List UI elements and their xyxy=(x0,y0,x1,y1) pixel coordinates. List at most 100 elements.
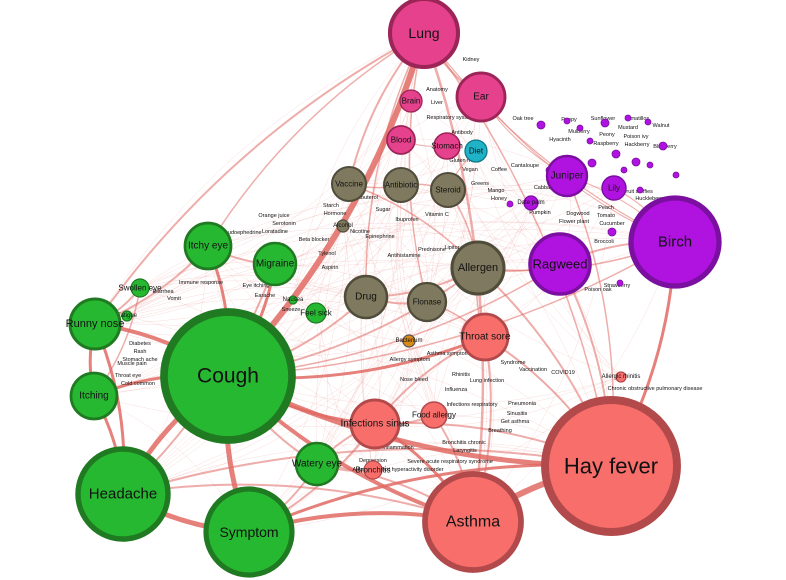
node-label: Food allergy xyxy=(412,411,456,420)
node-swollen-eye[interactable]: Swollen eye xyxy=(118,278,162,298)
node-lily[interactable]: Lily xyxy=(601,175,627,201)
graph-edge-faint xyxy=(315,32,425,465)
node-circle xyxy=(160,308,296,444)
node-watery-eye[interactable]: Watery eye xyxy=(292,441,343,487)
minor-node-label: Tomato xyxy=(597,213,615,219)
minor-node-label: Mulberry xyxy=(568,129,590,135)
minor-node-label: Raspberry xyxy=(593,141,619,147)
minor-node-label: Infections respiratory xyxy=(446,402,497,408)
node-flonase[interactable]: Flonase xyxy=(406,281,448,323)
graph-edge-faint xyxy=(122,100,412,495)
node-migraine[interactable]: Migraine xyxy=(252,241,298,287)
minor-node-label: Honey xyxy=(491,196,507,202)
node-label: Stomach xyxy=(431,142,463,151)
node-brain[interactable]: Brain xyxy=(399,89,423,113)
minor-node-label: Liver xyxy=(431,100,443,106)
node-nausea[interactable]: Nausea xyxy=(283,295,304,305)
minor-node-label: Anatomy xyxy=(426,87,448,93)
node-label: Date palm xyxy=(517,200,544,206)
node-label: Bronchitis xyxy=(355,466,390,475)
node-circle xyxy=(252,241,298,287)
minor-node-label: Bronchitis chronic xyxy=(442,440,486,446)
minor-node-label: Diarrhea xyxy=(152,289,174,295)
node-drug[interactable]: Drug xyxy=(343,274,389,320)
node-itching[interactable]: Itching xyxy=(69,371,119,421)
node-bronchitis[interactable]: Bronchitis xyxy=(355,460,391,480)
node-bacterium[interactable]: Bacterium xyxy=(395,334,423,348)
minor-node-label: Aspirin xyxy=(322,265,339,271)
allergen-minor-dot xyxy=(600,118,610,128)
node-asthma[interactable]: Asthma xyxy=(422,471,524,573)
node-ragweed[interactable]: Ragweed xyxy=(528,232,592,296)
node-hay-fever[interactable]: Hay fever xyxy=(541,396,681,536)
node-allergic-rhinitis[interactable]: Allergic rhinitis xyxy=(602,371,641,383)
node-antibiotic[interactable]: Antibiotic xyxy=(382,166,420,204)
minor-node-label: Epinephrine xyxy=(365,234,394,240)
graph-edge-faint xyxy=(399,32,435,416)
node-fatigue[interactable]: Fatigue xyxy=(117,310,138,322)
node-runny-nose[interactable]: Runny nose xyxy=(66,297,125,351)
node-label: Antibiotic xyxy=(385,181,417,190)
node-alcohol[interactable]: Alcohol xyxy=(333,219,353,233)
node-diet[interactable]: Diet xyxy=(464,139,488,163)
allergen-minor-dot xyxy=(587,158,597,168)
minor-node-label: Pseudoephedrine xyxy=(218,230,261,236)
node-label: Infections sinus xyxy=(341,419,410,430)
node-circle xyxy=(429,171,467,209)
node-label: Feel sick xyxy=(300,309,333,318)
minor-node-label: Hormone xyxy=(324,211,347,217)
graph-edge-faint xyxy=(139,287,474,523)
node-label: Migraine xyxy=(256,259,295,270)
node-circle xyxy=(450,240,506,296)
node-birch[interactable]: Birch xyxy=(628,195,722,289)
minor-node-label: Vitamin C xyxy=(425,212,449,218)
node-cough[interactable]: Cough xyxy=(160,308,296,444)
node-throat-sore[interactable]: Throat sore xyxy=(459,312,511,362)
node-feel-sick[interactable]: Feel sick xyxy=(300,302,333,324)
minor-node-label: Respiratory system xyxy=(426,115,473,121)
minor-node-label: Gluten free xyxy=(449,158,476,164)
graph-edge-faint xyxy=(248,96,482,533)
minor-node-label: Breathing xyxy=(488,428,512,434)
node-label: Juniper xyxy=(551,171,584,182)
node-label: Watery eye xyxy=(292,459,343,470)
node-label: Allergic rhinitis xyxy=(602,374,641,380)
graph-edge-faint xyxy=(315,312,374,471)
allergen-minor-dot xyxy=(658,141,668,151)
node-lung[interactable]: Lung xyxy=(387,0,461,70)
graph-edge-faint xyxy=(94,100,412,325)
node-headache[interactable]: Headache xyxy=(75,446,171,542)
graph-edge-faint xyxy=(207,245,428,303)
node-vaccine[interactable]: Vaccine xyxy=(330,165,368,203)
node-symptom[interactable]: Symptom xyxy=(203,486,295,578)
node-label: Cough xyxy=(197,365,259,388)
minor-node-label: Serotonin xyxy=(272,221,296,227)
graph-edge-faint xyxy=(248,150,477,533)
node-ear[interactable]: Ear xyxy=(455,71,507,123)
graph-edge-faint xyxy=(274,263,486,338)
minor-node-label: Prednisone xyxy=(418,247,446,253)
node-label: Steroid xyxy=(435,186,460,195)
node-itchy-eye[interactable]: Itchy eye xyxy=(183,221,233,271)
node-label: Diet xyxy=(469,147,484,156)
node-allergen[interactable]: Allergen xyxy=(450,240,506,296)
node-stomach[interactable]: Stomach xyxy=(431,132,463,160)
minor-node-label: Hackberry xyxy=(624,142,649,148)
node-infections-sinus[interactable]: Infections sinus xyxy=(341,398,410,450)
allergen-minor-dot xyxy=(607,227,617,237)
node-circle xyxy=(399,89,423,113)
minor-node-label: Strawberry xyxy=(604,283,631,289)
node-date-palm[interactable]: Date palm xyxy=(517,195,545,211)
minor-node-label: Sugar xyxy=(376,207,391,213)
node-label: Throat sore xyxy=(459,332,511,343)
node-food-allergy[interactable]: Food allergy xyxy=(412,401,456,429)
node-steroid[interactable]: Steroid xyxy=(429,171,467,209)
node-blood[interactable]: Blood xyxy=(386,125,416,155)
allergen-minor-dot xyxy=(586,137,594,145)
minor-node-label: Eye itching xyxy=(243,283,270,289)
allergen-minor-dot xyxy=(611,149,621,159)
node-circle xyxy=(382,166,420,204)
node-circle xyxy=(615,371,627,383)
node-juniper[interactable]: Juniper xyxy=(545,154,589,198)
minor-node-label: Greens xyxy=(471,181,489,187)
